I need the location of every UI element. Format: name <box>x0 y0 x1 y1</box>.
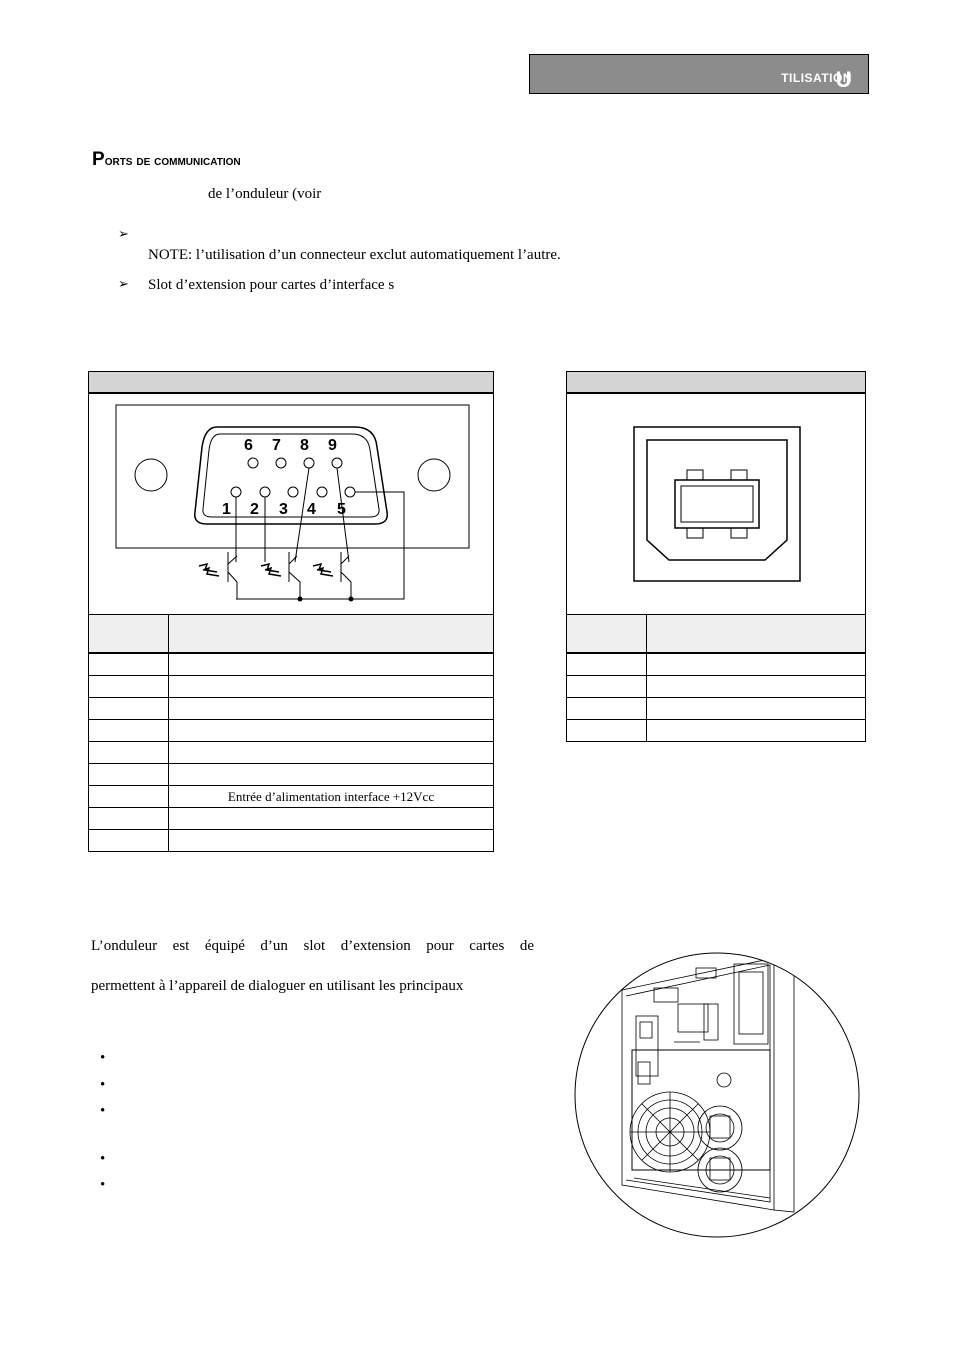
note-text: NOTE: l’utilisation d’un connecteur excl… <box>148 247 561 263</box>
bullet-dot-icon: • <box>100 1103 106 1119</box>
db9-connector-diagram: 6 7 8 9 1 2 3 4 5 <box>115 404 470 602</box>
db9-table-header <box>88 371 494 394</box>
db9-pinout-table: 6 7 8 9 1 2 3 4 5 <box>88 371 494 852</box>
db9-col-pin <box>88 614 169 654</box>
usb-table-header <box>566 371 866 394</box>
paragraph-line: L’onduleur est équipé d’un slot d’extens… <box>91 938 534 954</box>
pin-label: 7 <box>272 437 281 454</box>
bullet-dot-icon: • <box>100 1050 106 1066</box>
pin-label: 4 <box>307 501 316 518</box>
section-heading: Ports de communication <box>92 149 241 170</box>
paragraph-line: permettent à l’appareil de dialoguer en … <box>91 978 464 994</box>
db9-col-function <box>168 614 494 654</box>
db9-row-text: Entrée d’alimentation interface +12Vcc <box>168 785 494 808</box>
pin-label: 6 <box>244 437 253 454</box>
ups-rear-panel-illustration <box>574 952 860 1238</box>
slot-bullet-text: Slot d’extension pour cartes d’interface… <box>148 277 395 293</box>
pin-label: 5 <box>337 501 346 518</box>
pin-label: 3 <box>279 501 288 518</box>
db9-diagram-cell: 6 7 8 9 1 2 3 4 5 <box>88 392 494 615</box>
pin-label: 1 <box>222 501 231 518</box>
pin-label: 9 <box>328 437 337 454</box>
usb-col-function <box>646 614 866 654</box>
usb-diagram-cell <box>566 392 866 615</box>
usb-pinout-table <box>566 371 866 742</box>
arrow-bullet-icon: ➢ <box>118 277 129 292</box>
usb-col-pin <box>566 614 647 654</box>
bullet-dot-icon: • <box>100 1177 106 1193</box>
intro-text: de l’onduleur (voir <box>208 186 322 202</box>
bullet-dot-icon: • <box>100 1077 106 1093</box>
arrow-bullet-icon: ➢ <box>118 227 129 242</box>
bullet-dot-icon: • <box>100 1151 106 1167</box>
pin-label: 8 <box>300 437 309 454</box>
usb-connector-diagram <box>633 426 801 582</box>
pin-label: 2 <box>250 501 259 518</box>
